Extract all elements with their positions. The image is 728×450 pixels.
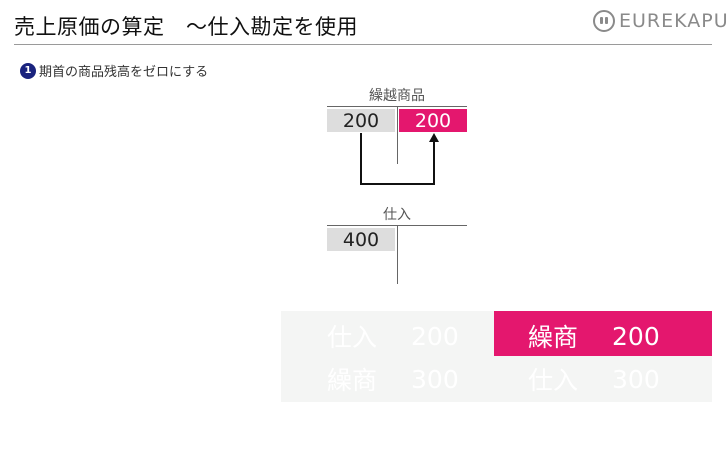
journal-account: 繰商 bbox=[528, 323, 579, 352]
journal-account: 仕入 bbox=[327, 323, 378, 352]
arrow-up-icon bbox=[429, 133, 439, 142]
arrow-left-stem bbox=[360, 133, 362, 185]
journal-debit-row-2: 繰商 300 bbox=[327, 361, 459, 397]
credit-cell-kurikoshi: 200 bbox=[399, 109, 467, 132]
logo-face-icon bbox=[593, 10, 615, 32]
arrow-right-stem bbox=[433, 142, 435, 185]
page-title: 売上原価の算定 〜仕入勘定を使用 bbox=[14, 15, 358, 39]
journal-credit-row-2: 仕入 300 bbox=[528, 361, 660, 397]
journal-account: 仕入 bbox=[528, 366, 579, 395]
journal-debit-row-1: 仕入 200 bbox=[327, 318, 459, 354]
title-divider bbox=[14, 44, 712, 45]
step-text: 期首の商品残高をゼロにする bbox=[39, 65, 209, 80]
debit-cell-kurikoshi: 200 bbox=[327, 109, 395, 132]
t-account-center-line bbox=[397, 106, 398, 164]
account-label-kurikoshi: 繰越商品 bbox=[369, 88, 425, 104]
step-number-badge: 1 bbox=[20, 62, 36, 79]
logo-text: EUREKAPU bbox=[619, 10, 728, 32]
journal-highlight bbox=[494, 311, 712, 356]
journal-credit-row-1: 繰商 200 bbox=[528, 318, 660, 354]
journal-amount: 300 bbox=[612, 364, 660, 394]
arrow-bottom-stem bbox=[360, 183, 435, 185]
account-label-shiire: 仕入 bbox=[383, 207, 411, 223]
t-account-center-line bbox=[397, 225, 398, 284]
debit-cell-shiire: 400 bbox=[327, 228, 395, 251]
brand-logo: EUREKAPU bbox=[593, 10, 728, 32]
journal-amount: 200 bbox=[612, 321, 660, 351]
journal-account: 繰商 bbox=[327, 366, 378, 395]
journal-amount: 200 bbox=[411, 321, 459, 351]
journal-amount: 300 bbox=[411, 364, 459, 394]
step-heading: 1 期首の商品残高をゼロにする bbox=[20, 61, 208, 80]
